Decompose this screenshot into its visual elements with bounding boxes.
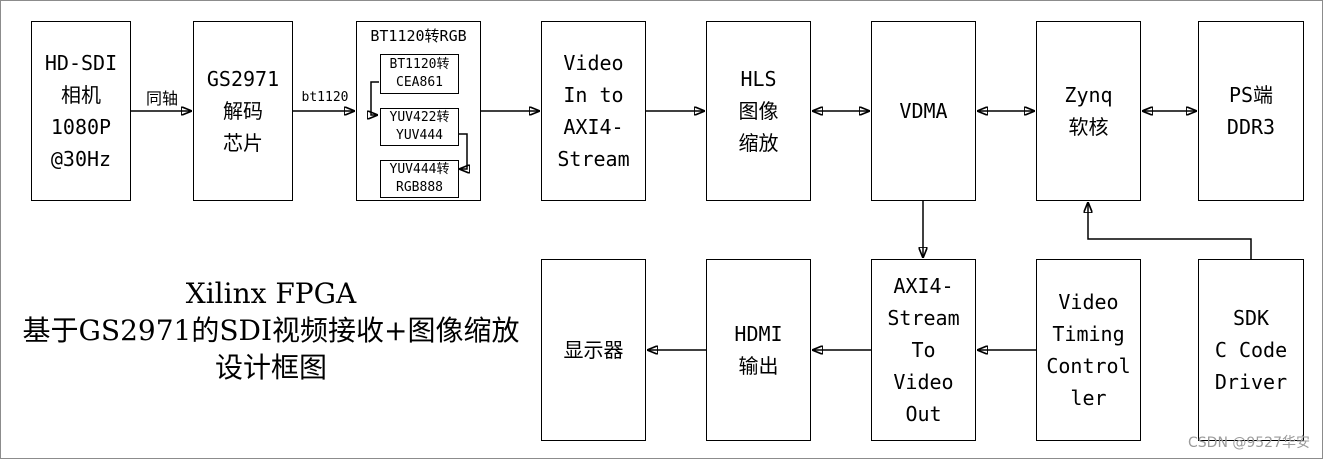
block-hdsdi-camera: HD-SDI 相机 1080P @30Hz xyxy=(31,21,131,201)
block-label: VDMA xyxy=(899,99,948,123)
block-yuv422-to-yuv444: YUV422转 YUV444 xyxy=(380,108,459,146)
block-hdmi-output: HDMI 输出 xyxy=(706,259,811,441)
block-label: HLS 图像 缩放 xyxy=(738,67,779,155)
block-display-monitor: 显示器 xyxy=(541,259,646,441)
group-bt1120-to-rgb: BT1120转RGB BT1120转 CEA861 YUV422转 YUV444… xyxy=(356,21,481,201)
block-yuv444-to-rgb888: YUV444转 RGB888 xyxy=(380,160,459,198)
block-hls-image-scaler: HLS 图像 缩放 xyxy=(706,21,811,201)
block-label: GS2971 解码 芯片 xyxy=(206,67,280,155)
diagram-title: Xilinx FPGA 基于GS2971的SDI视频接收+图像缩放 设计框图 xyxy=(22,277,520,384)
block-label: Video In to AXI4- Stream xyxy=(557,51,630,171)
block-label: HDMI 输出 xyxy=(734,322,783,378)
block-video-in-to-axi4-stream: Video In to AXI4- Stream xyxy=(541,21,646,201)
block-label: SDK C Code Driver xyxy=(1214,306,1288,394)
block-ps-ddr3: PS端 DDR3 xyxy=(1198,21,1304,201)
block-axi4-stream-to-video-out: AXI4- Stream To Video Out xyxy=(871,259,976,441)
block-label: PS端 DDR3 xyxy=(1226,83,1276,139)
arrow-sdk-to-zynq xyxy=(1088,203,1252,259)
block-label: HD-SDI 相机 1080P @30Hz xyxy=(44,51,118,171)
block-vdma: VDMA xyxy=(871,21,976,201)
block-video-timing-controller: Video Timing Control ler xyxy=(1036,259,1141,441)
block-label: 显示器 xyxy=(563,338,624,362)
watermark: CSDN @9527华安 xyxy=(1188,435,1310,451)
block-label: AXI4- Stream To Video Out xyxy=(887,274,960,426)
edge-label-bt1120: bt1120 xyxy=(301,90,349,105)
block-gs2971-decoder: GS2971 解码 芯片 xyxy=(193,21,293,201)
block-label: BT1120转 CEA861 xyxy=(389,56,450,90)
group-title: BT1120转RGB xyxy=(370,27,467,45)
block-sdk-c-code-driver: SDK C Code Driver xyxy=(1198,259,1304,441)
block-label: Zynq 软核 xyxy=(1064,83,1113,139)
block-label: YUV444转 RGB888 xyxy=(389,161,450,195)
block-bt1120-to-cea861: BT1120转 CEA861 xyxy=(380,54,459,94)
block-zynq-softcore: Zynq 软核 xyxy=(1036,21,1141,201)
edge-label-coax: 同轴 xyxy=(145,89,178,108)
block-label: Video Timing Control ler xyxy=(1046,290,1131,410)
block-label: YUV422转 YUV444 xyxy=(389,109,450,143)
